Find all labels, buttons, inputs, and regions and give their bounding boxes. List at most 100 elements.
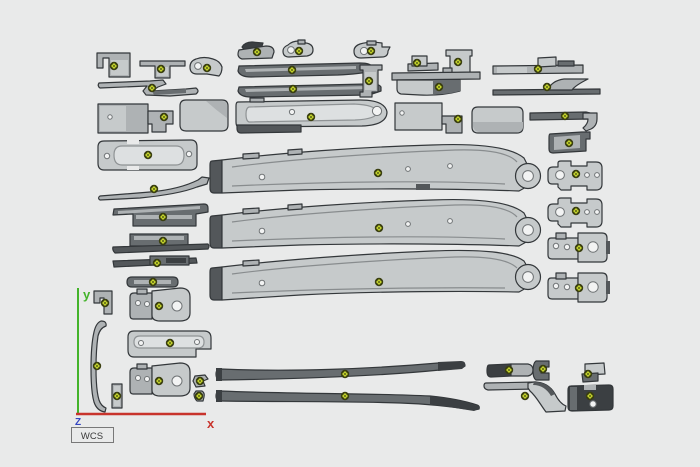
centroid-marker[interactable] — [434, 82, 444, 92]
part-channel-bar-upper[interactable] — [237, 62, 373, 78]
part-hole — [522, 271, 534, 283]
part-hole — [584, 172, 590, 178]
part-shape — [366, 40, 377, 46]
centroid-marker[interactable] — [306, 112, 316, 122]
centroid-marker[interactable] — [520, 391, 530, 401]
part-hole — [399, 110, 405, 116]
centroid-marker[interactable] — [152, 258, 162, 268]
centroid-marker[interactable] — [252, 47, 262, 57]
part-s-bend-bracket[interactable] — [483, 381, 567, 413]
centroid-marker[interactable] — [156, 64, 166, 74]
centroid-marker[interactable] — [571, 169, 581, 179]
centroid-marker[interactable] — [147, 83, 157, 93]
part-tab-bar[interactable] — [407, 55, 439, 72]
centroid-marker[interactable] — [564, 138, 574, 148]
part-hook-rail[interactable] — [529, 111, 598, 132]
centroid-marker[interactable] — [158, 236, 168, 246]
centroid-marker[interactable] — [571, 206, 581, 216]
part-shape — [231, 287, 506, 294]
part-shape — [473, 122, 523, 132]
centroid-marker[interactable] — [340, 391, 350, 401]
centroid-marker[interactable] — [158, 212, 168, 222]
part-shape — [394, 102, 443, 131]
part-hole — [194, 62, 202, 70]
part-clamp-plate-1[interactable] — [129, 287, 191, 322]
centroid-marker[interactable] — [453, 114, 463, 124]
centroid-marker[interactable] — [504, 365, 514, 375]
centroid-marker[interactable] — [165, 338, 175, 348]
centroid-marker[interactable] — [194, 391, 204, 401]
part-u-panel-left[interactable] — [97, 99, 229, 134]
part-curved-strip[interactable] — [90, 320, 107, 413]
part-swan-neck-bar[interactable] — [492, 78, 601, 96]
part-shape — [533, 382, 555, 396]
part-clamp-plate-2[interactable] — [129, 362, 191, 397]
centroid-marker[interactable] — [412, 58, 422, 68]
part-eye-plate[interactable] — [282, 39, 314, 58]
centroid-marker[interactable] — [364, 76, 374, 86]
part-hole — [447, 163, 453, 169]
marker-dot-icon — [378, 227, 380, 229]
centroid-marker[interactable] — [154, 376, 164, 386]
part-hinge-bracket-2[interactable] — [547, 272, 610, 303]
centroid-marker[interactable] — [287, 65, 297, 75]
part-shape — [547, 237, 579, 260]
part-u-panel-right[interactable] — [394, 102, 524, 134]
part-hole — [552, 282, 560, 290]
part-j-bracket[interactable] — [93, 290, 113, 315]
centroid-marker[interactable] — [542, 82, 552, 92]
centroid-marker[interactable] — [154, 301, 164, 311]
part-rail-long-1[interactable] — [209, 144, 542, 194]
centroid-marker[interactable] — [202, 63, 212, 73]
centroid-marker[interactable] — [340, 369, 350, 379]
centroid-marker[interactable] — [533, 64, 543, 74]
centroid-marker[interactable] — [288, 84, 298, 94]
part-shape — [242, 152, 260, 160]
marker-dot-icon — [116, 395, 118, 397]
part-sway-bar-1[interactable] — [215, 361, 466, 381]
centroid-marker[interactable] — [373, 168, 383, 178]
part-hole — [258, 279, 266, 287]
part-shape — [430, 396, 479, 411]
centroid-marker[interactable] — [560, 111, 570, 121]
part-shape — [112, 243, 210, 254]
centroid-marker[interactable] — [294, 46, 304, 56]
part-rail-long-3[interactable] — [209, 249, 542, 301]
part-hinge-bracket-1[interactable] — [547, 232, 610, 263]
centroid-marker[interactable] — [148, 277, 158, 287]
centroid-marker[interactable] — [149, 184, 159, 194]
marker-dot-icon — [587, 373, 589, 375]
part-shape — [93, 290, 113, 315]
centroid-marker[interactable] — [112, 391, 122, 401]
part-shape — [215, 361, 466, 381]
centroid-marker[interactable] — [574, 243, 584, 253]
part-shape — [147, 110, 174, 133]
part-shape — [209, 214, 223, 249]
centroid-marker[interactable] — [143, 150, 153, 160]
part-shape — [555, 272, 567, 280]
centroid-marker[interactable] — [583, 369, 593, 379]
part-tray-bracket[interactable] — [391, 71, 481, 96]
centroid-marker[interactable] — [100, 298, 110, 308]
part-diagonal-brace[interactable] — [97, 176, 210, 201]
centroid-marker[interactable] — [195, 376, 205, 386]
part-sway-bar-2[interactable] — [215, 390, 480, 411]
centroid-marker[interactable] — [574, 283, 584, 293]
part-hole — [287, 46, 295, 54]
centroid-marker[interactable] — [585, 391, 595, 401]
centroid-marker[interactable] — [453, 57, 463, 67]
marker-dot-icon — [160, 68, 162, 70]
centroid-marker[interactable] — [374, 277, 384, 287]
part-shape — [486, 363, 512, 378]
centroid-marker[interactable] — [159, 112, 169, 122]
centroid-marker[interactable] — [538, 364, 548, 374]
part-hole — [563, 243, 571, 251]
centroid-marker[interactable] — [366, 46, 376, 56]
part-shape — [606, 241, 610, 254]
centroid-marker[interactable] — [92, 361, 102, 371]
centroid-marker[interactable] — [374, 223, 384, 233]
part-rail-long-2[interactable] — [209, 199, 542, 249]
centroid-marker[interactable] — [109, 61, 119, 71]
marker-dot-icon — [568, 142, 570, 144]
